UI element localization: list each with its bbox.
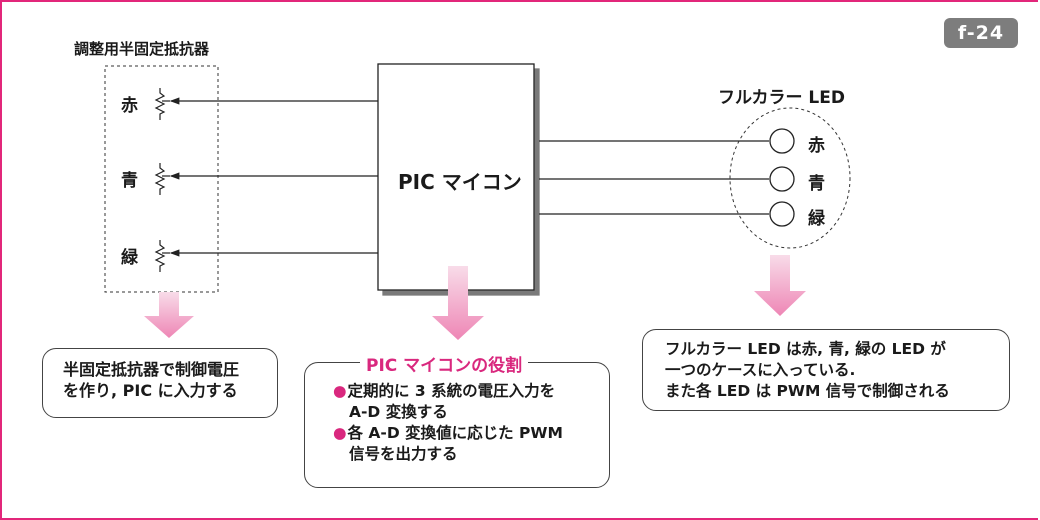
led-title: フルカラー LED: [718, 88, 845, 108]
resistor-blue: [154, 163, 170, 195]
resistor-red: [154, 88, 170, 120]
resistor-note-box: 半固定抵抗器で制御電圧 を作り, PIC に入力する: [42, 348, 278, 418]
led-label-red: 赤: [808, 136, 825, 156]
resistor-label-green: 緑: [121, 248, 138, 268]
resistor-note-line: を作り, PIC に入力する: [63, 381, 238, 400]
led-note-line: フルカラー LED は赤, 青, 緑の LED が: [665, 340, 946, 358]
led-red: [769, 128, 795, 154]
resistor-green: [154, 240, 170, 272]
led-label-green: 緑: [808, 209, 825, 229]
led-note-line: また各 LED は PWM 信号で制御される: [665, 382, 950, 400]
mcu-note-line: 信号を出力する: [349, 445, 458, 463]
down-arrow-led: [754, 255, 806, 316]
mcu-note-bullet-line: 定期的に 3 系統の電圧入力を: [333, 381, 609, 402]
mcu-label: PIC マイコン: [398, 170, 522, 194]
resistor-label-red: 赤: [121, 96, 138, 116]
resistor-note-line: 半固定抵抗器で制御電圧: [63, 360, 240, 379]
led-label-blue: 青: [808, 174, 825, 194]
figure-id-badge: f-24: [944, 18, 1018, 48]
led-green: [769, 201, 795, 227]
mcu-note-title: PIC マイコンの役割: [360, 351, 529, 376]
down-arrow-mcu: [432, 266, 484, 340]
down-arrow-resistors: [144, 292, 194, 338]
mcu-note-box: 定期的に 3 系統の電圧入力を A-D 変換する 各 A-D 変換値に応じた P…: [304, 362, 610, 488]
mcu-note-line: A-D 変換する: [349, 403, 448, 421]
mcu-note-bullet-line: 各 A-D 変換値に応じた PWM: [333, 423, 609, 444]
mcu-block: [377, 63, 535, 291]
led-package-outline: [729, 107, 851, 249]
resistor-label-blue: 青: [121, 171, 138, 191]
resistor-group-box: [104, 65, 219, 293]
led-note-line: 一つのケースに入っている.: [665, 361, 856, 379]
resistor-group-title: 調整用半固定抵抗器: [74, 40, 210, 58]
led-blue: [769, 166, 795, 192]
led-note-box: フルカラー LED は赤, 青, 緑の LED が 一つのケースに入っている. …: [642, 329, 1010, 411]
